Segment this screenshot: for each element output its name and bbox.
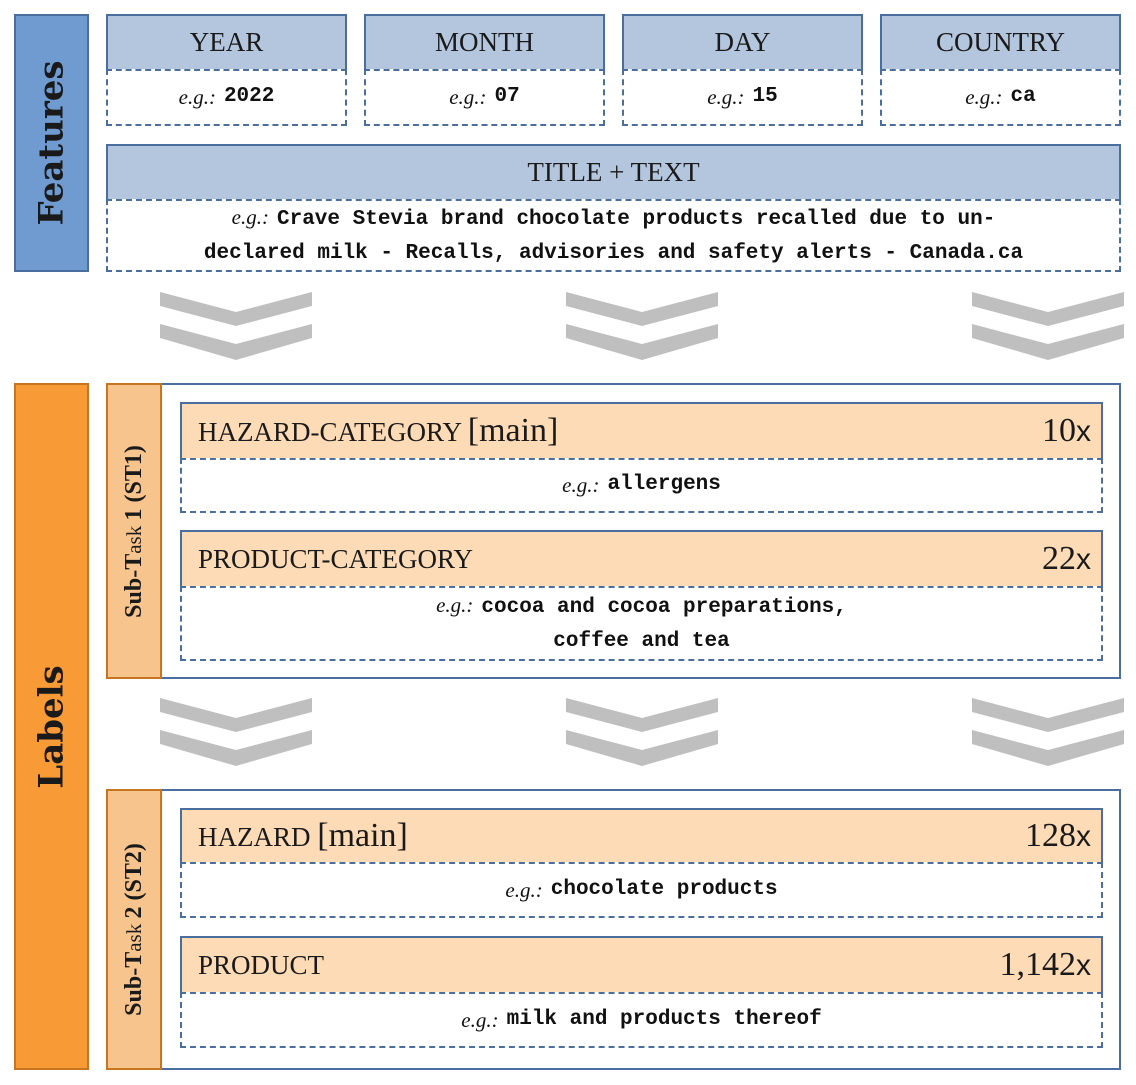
- hazard-category-qualifier: [main]: [467, 412, 559, 449]
- feature-year-example: e.g.: 2022: [106, 69, 347, 126]
- hazard-category-example: e.g.: allergens: [180, 458, 1103, 513]
- chevron-down-icon: [972, 698, 1124, 766]
- subtask1-tab: Sub-Task 1 (ST1): [106, 383, 162, 679]
- subtask2-label-t: T: [120, 951, 147, 968]
- example-prefix: e.g.:: [449, 85, 487, 110]
- hazard-category-example-value: allergens: [607, 473, 721, 497]
- product-title: PRODUCT: [198, 949, 325, 980]
- feature-month-value: 07: [494, 85, 520, 109]
- product-category-title: PRODUCT-CATEGORY: [198, 543, 474, 574]
- example-prefix: e.g.:: [461, 1007, 499, 1032]
- labels-tab: Labels: [14, 383, 89, 1070]
- feature-day-value: 15: [752, 85, 778, 109]
- product-category-count: 22x: [1042, 540, 1091, 578]
- feature-day-name: DAY: [714, 27, 771, 57]
- hazard-example: e.g.: chocolate products: [180, 862, 1103, 918]
- product-category-example: e.g.: cocoa and cocoa preparations, coffe…: [180, 586, 1103, 661]
- product-example: e.g.: milk and products thereof: [180, 992, 1103, 1048]
- hazard-title: HAZARD: [198, 822, 311, 852]
- subtask2-label-num: 2 (ST2): [120, 843, 147, 919]
- example-prefix: e.g.:: [231, 205, 269, 230]
- chevron-down-icon: [566, 292, 718, 360]
- product-example-value: milk and products thereof: [506, 1007, 822, 1031]
- feature-title-text-header: TITLE + TEXT: [106, 144, 1121, 201]
- product-category-example-line1: cocoa and cocoa preparations,: [481, 596, 847, 620]
- subtask2-tab: Sub-Task 2 (ST2): [106, 789, 162, 1070]
- feature-day-example: e.g.: 15: [622, 69, 863, 126]
- hazard-count-value: 128: [1025, 817, 1076, 854]
- feature-country-example: e.g.: ca: [880, 69, 1121, 126]
- feature-month-header: MONTH: [364, 14, 605, 71]
- feature-title-text-line2: declared milk - Recalls, advisories and …: [203, 241, 1024, 265]
- subtask1-label-num: 1 (ST1): [120, 444, 147, 521]
- example-prefix: e.g.:: [562, 473, 600, 498]
- product-count-suffix: x: [1076, 949, 1091, 982]
- subtask2-label-prefix: Sub-: [120, 967, 147, 1016]
- feature-title-text-line1: Crave Stevia brand chocolate products re…: [277, 208, 996, 232]
- product-category-count-value: 22: [1042, 540, 1076, 577]
- product-category-header: PRODUCT-CATEGORY 22x: [180, 530, 1103, 588]
- hazard-category-title: HAZARD-CATEGORY: [198, 417, 461, 447]
- feature-country-header: COUNTRY: [880, 14, 1121, 71]
- hazard-category-count-suffix: x: [1076, 415, 1091, 448]
- hazard-category-header: HAZARD-CATEGORY [main] 10x: [180, 402, 1103, 460]
- subtask2-label-ask: ask: [121, 918, 146, 952]
- product-category-count-suffix: x: [1076, 543, 1091, 576]
- subtask1-label-prefix: Sub-: [120, 569, 147, 618]
- hazard-name: HAZARD [main]: [198, 817, 408, 855]
- product-category-name: PRODUCT-CATEGORY: [198, 544, 473, 575]
- product-count-value: 1,142: [999, 946, 1077, 983]
- chevron-down-icon: [566, 698, 718, 766]
- example-prefix: e.g.:: [436, 593, 474, 618]
- example-prefix: e.g.:: [965, 85, 1003, 110]
- subtask1-label-ask: ask: [121, 520, 146, 554]
- example-prefix: e.g.:: [505, 877, 543, 902]
- product-header: PRODUCT 1,142x: [180, 936, 1103, 994]
- chevron-down-icon: [160, 292, 312, 360]
- feature-country-value: ca: [1010, 85, 1036, 109]
- feature-year-value: 2022: [223, 85, 275, 109]
- hazard-count-suffix: x: [1076, 820, 1091, 853]
- feature-year-name: YEAR: [189, 27, 264, 57]
- product-category-example-line2: coffee and tea: [553, 629, 730, 653]
- subtask1-label-t: T: [120, 553, 147, 570]
- hazard-header: HAZARD [main] 128x: [180, 808, 1103, 864]
- feature-month-example: e.g.: 07: [364, 69, 605, 126]
- hazard-category-count: 10x: [1042, 412, 1091, 450]
- labels-tab-label: Labels: [31, 664, 72, 789]
- feature-title-text-example: e.g.: Crave Stevia brand chocolate produc…: [106, 199, 1121, 272]
- subtask1-label: Sub-Task 1 (ST1): [121, 445, 148, 618]
- feature-year-header: YEAR: [106, 14, 347, 71]
- feature-country-name: COUNTRY: [935, 27, 1065, 57]
- example-prefix: e.g.:: [178, 85, 216, 110]
- hazard-category-count-value: 10: [1042, 412, 1076, 449]
- product-name: PRODUCT: [198, 950, 324, 981]
- feature-title-text-name: TITLE + TEXT: [527, 157, 700, 187]
- feature-day-header: DAY: [622, 14, 863, 71]
- hazard-count: 128x: [1025, 817, 1091, 855]
- chevron-down-icon: [160, 698, 312, 766]
- subtask2-label: Sub-Task 2 (ST2): [121, 843, 148, 1016]
- chevron-down-icon: [972, 292, 1124, 360]
- features-tab-label: Features: [31, 60, 72, 226]
- product-count: 1,142x: [1000, 946, 1092, 984]
- hazard-category-name: HAZARD-CATEGORY [main]: [198, 412, 558, 450]
- example-prefix: e.g.:: [707, 85, 745, 110]
- hazard-qualifier: [main]: [317, 817, 408, 854]
- features-tab: Features: [14, 14, 89, 272]
- hazard-example-value: chocolate products: [550, 877, 778, 901]
- feature-month-name: MONTH: [435, 27, 534, 57]
